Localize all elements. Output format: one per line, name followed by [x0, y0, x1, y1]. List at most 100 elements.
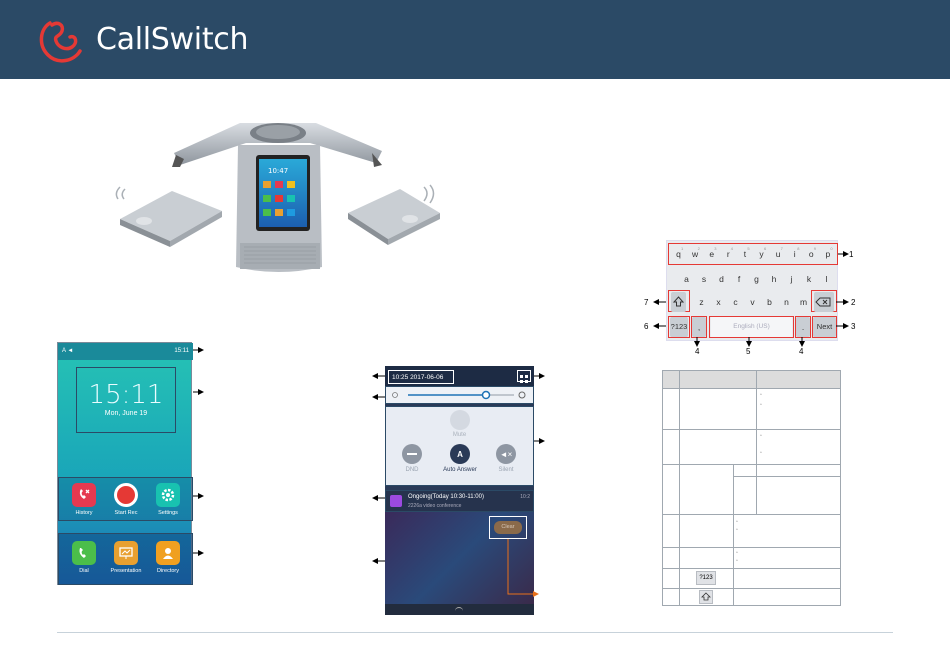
key-s[interactable]: s: [701, 274, 707, 284]
key-hint: 9: [813, 246, 817, 251]
app-label: Start Rec: [114, 510, 138, 516]
table-header: [663, 371, 840, 389]
key-hint: 5: [747, 246, 750, 251]
key-r[interactable]: r: [726, 249, 730, 259]
key-n[interactable]: n: [784, 297, 789, 307]
num-key-highlight: [668, 316, 690, 338]
auto-answer-label: Auto Answer: [443, 467, 477, 473]
home-screen: A ◄ 15:11 15:11 Mon, June 19 History Sta…: [57, 342, 193, 585]
app-label: Dial: [79, 568, 89, 574]
shift-key[interactable]: [671, 292, 686, 312]
clock-time: 15:11: [88, 380, 164, 410]
key-hint: 6: [764, 246, 767, 251]
key-hint: 1: [681, 246, 684, 251]
key-h[interactable]: h: [771, 274, 777, 284]
auto-answer-icon: A: [450, 444, 470, 464]
key-y[interactable]: y: [759, 249, 764, 259]
svg-text:10:47: 10:47: [268, 167, 288, 175]
key-t[interactable]: t: [743, 249, 747, 259]
key-z[interactable]: z: [699, 297, 704, 307]
key-g[interactable]: g: [754, 274, 759, 284]
panel-status-bar: 10:25 2017-06-06: [385, 366, 534, 386]
key-b[interactable]: b: [767, 297, 772, 307]
key-hint: 0: [830, 246, 833, 251]
grid-icon[interactable]: [517, 370, 531, 383]
key-c[interactable]: c: [733, 297, 738, 307]
brightness-slider[interactable]: [385, 386, 534, 404]
auto-answer-button[interactable]: A Auto Answer: [436, 444, 484, 473]
footer-divider: [57, 632, 893, 633]
space-key[interactable]: English (US): [711, 317, 792, 337]
ongoing-notification[interactable]: Ongoing(Today 10:30-11:00) 2226a video c…: [385, 490, 534, 512]
key-l[interactable]: l: [825, 274, 828, 284]
clock-date: Mon, June 19: [104, 410, 148, 417]
mute-label: Mute: [452, 432, 467, 438]
key-hint: 2: [697, 246, 700, 251]
letter-row-highlight: [668, 243, 838, 265]
app-presentation[interactable]: Presentation: [106, 541, 146, 574]
key-u[interactable]: u: [775, 249, 781, 259]
key-hint: 8: [797, 246, 800, 251]
dnd-button[interactable]: DND: [397, 444, 427, 473]
silent-label: Silent: [498, 467, 514, 473]
notification-title: Ongoing(Today 10:30-11:00): [408, 494, 484, 500]
app-row-2: Dial Presentation Directory: [58, 533, 193, 585]
app-label: Settings: [158, 510, 178, 516]
key-k[interactable]: k: [806, 274, 812, 284]
app-start-rec[interactable]: Start Rec: [106, 483, 146, 516]
app-settings[interactable]: Settings: [148, 483, 188, 516]
record-icon: [114, 483, 138, 507]
gear-icon: [156, 483, 180, 507]
num-symbol-key[interactable]: ?123: [670, 317, 688, 337]
key-i[interactable]: i: [793, 249, 796, 259]
app-directory[interactable]: Directory: [148, 541, 188, 574]
header-bar: CallSwitch: [0, 0, 950, 79]
app-dial[interactable]: Dial: [64, 541, 104, 574]
table-num-key: ?123: [696, 571, 716, 585]
app-row-1: History Start Rec Settings: [58, 477, 193, 521]
clear-button-highlight: Clear: [489, 516, 527, 539]
period-key-highlight: [795, 316, 811, 338]
key-v[interactable]: v: [750, 297, 755, 307]
app-history[interactable]: History: [64, 483, 104, 516]
space-key-highlight: [709, 316, 794, 338]
key-e[interactable]: e: [709, 249, 715, 259]
key-x[interactable]: x: [716, 297, 721, 307]
period-key[interactable]: .: [796, 317, 810, 337]
phone-icon: [72, 541, 96, 565]
panel-nav-bar: [385, 604, 534, 615]
key-o[interactable]: o: [808, 249, 814, 259]
clock-widget[interactable]: 15:11 Mon, June 19: [76, 367, 176, 433]
key-p[interactable]: p: [825, 249, 831, 259]
key-hint: 4: [730, 246, 734, 251]
backspace-key[interactable]: [814, 292, 834, 312]
key-w[interactable]: w: [692, 249, 699, 259]
contact-icon: [156, 541, 180, 565]
app-label: Directory: [156, 568, 179, 574]
presentation-icon: [114, 541, 138, 565]
callswitch-logo-icon: [39, 21, 82, 63]
status-bar: A ◄ 15:11: [58, 343, 193, 360]
key-f[interactable]: f: [737, 274, 741, 284]
chevron-up-icon[interactable]: [455, 607, 463, 611]
comma-key-highlight: [691, 316, 707, 338]
mute-icon[interactable]: [450, 410, 470, 430]
key-d[interactable]: d: [719, 274, 724, 284]
key-hint: 3: [714, 246, 717, 251]
auto-answer-icon: A ◄: [62, 348, 74, 354]
calendar-icon: [390, 495, 402, 507]
speaker-mute-icon: ◄×: [496, 444, 516, 464]
key-j[interactable]: j: [790, 274, 793, 284]
key-hint: 7: [780, 246, 783, 251]
key-q[interactable]: q: [676, 249, 681, 259]
next-key[interactable]: Next: [813, 317, 836, 337]
table-shift-key: [699, 590, 713, 604]
silent-button[interactable]: ◄× Silent: [491, 444, 521, 473]
clear-button[interactable]: Clear: [494, 521, 522, 534]
panel-datetime: 10:25 2017-06-06: [388, 370, 454, 384]
key-m[interactable]: m: [799, 297, 808, 307]
comma-key[interactable]: ,: [692, 317, 706, 337]
history-icon: [72, 483, 96, 507]
key-a[interactable]: a: [684, 274, 689, 284]
